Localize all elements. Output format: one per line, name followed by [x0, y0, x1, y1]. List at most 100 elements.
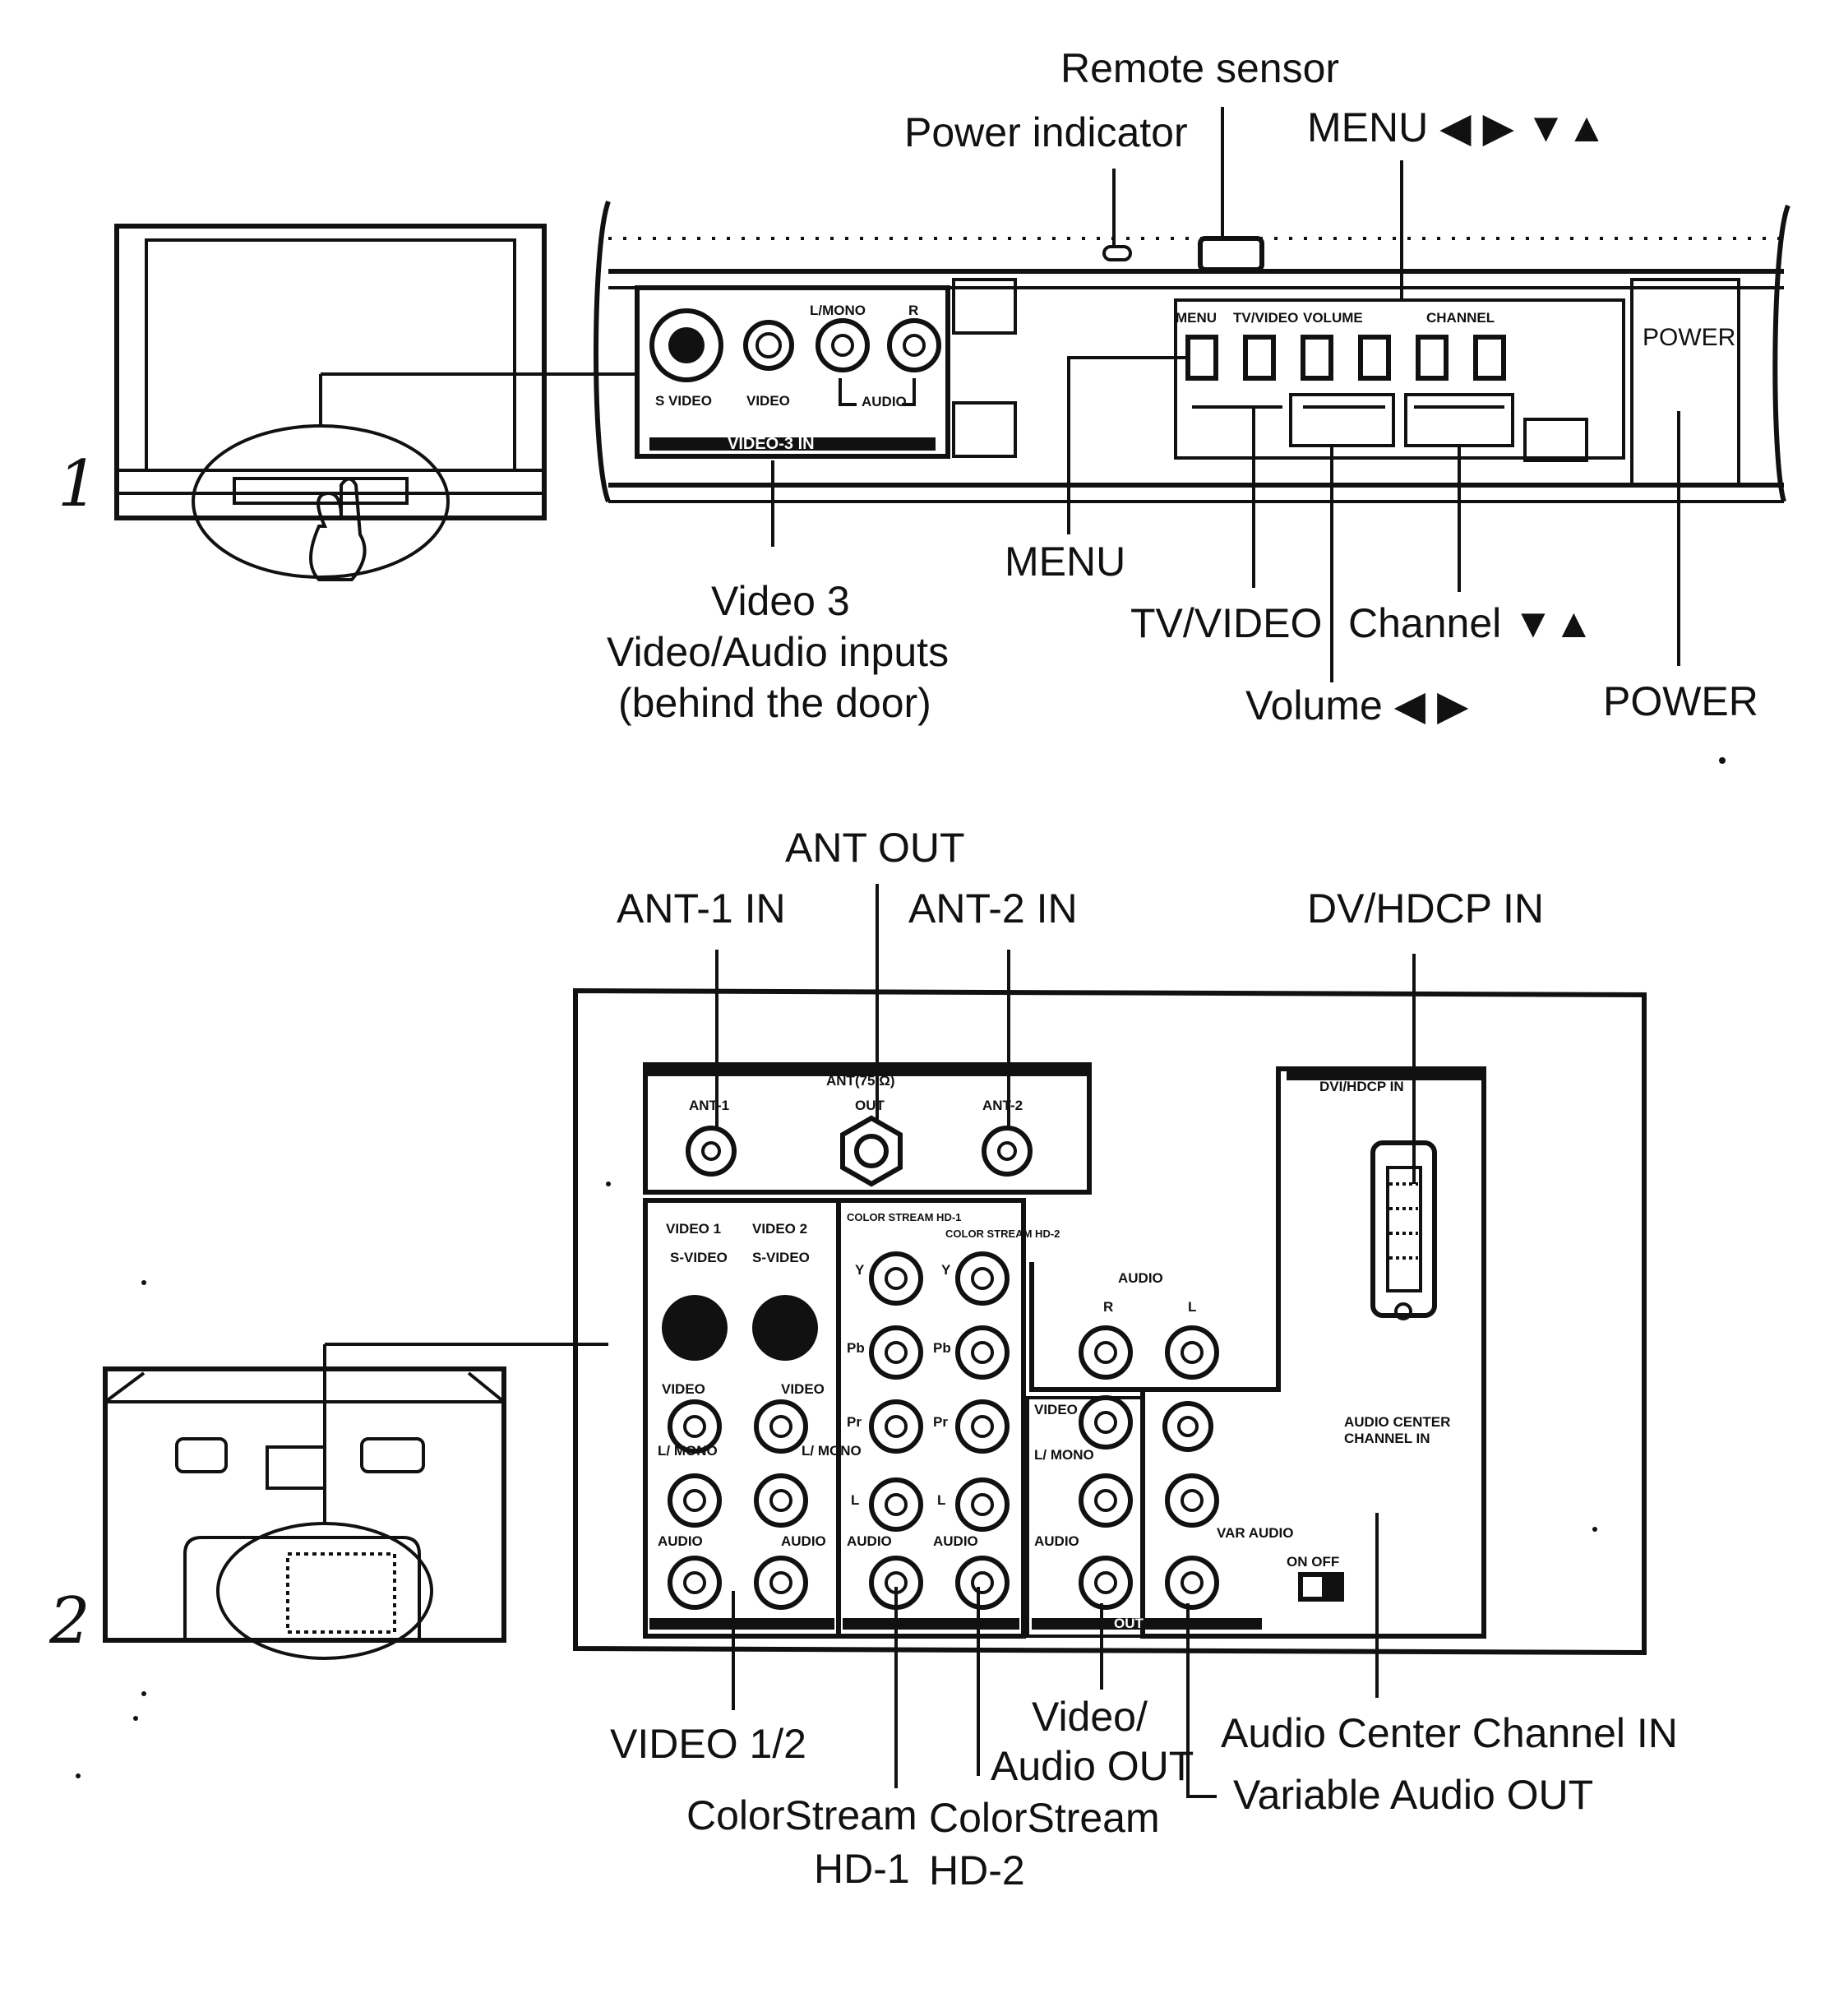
volume-down-button[interactable] [1301, 335, 1333, 381]
svg-text:R: R [908, 303, 918, 318]
svg-text:Pr: Pr [847, 1414, 862, 1430]
label-menu: MENU [1005, 539, 1125, 585]
svg-text:AUDIO: AUDIO [862, 394, 907, 409]
out-audio-l-jack-icon [1079, 1473, 1133, 1528]
channel-up-button[interactable] [1473, 335, 1506, 381]
svg-text:L/ MONO: L/ MONO [802, 1443, 862, 1459]
svg-text:VIDEO: VIDEO [662, 1381, 705, 1397]
svg-text:AUDIO: AUDIO [847, 1533, 892, 1549]
svg-text:L/MONO: L/MONO [810, 303, 866, 318]
svg-text:L: L [1188, 1299, 1196, 1315]
tv-video-button[interactable] [1243, 335, 1276, 381]
svg-text:ANT-1: ANT-1 [689, 1098, 729, 1113]
video2-video-jack-icon [754, 1399, 808, 1454]
svg-text:Pb: Pb [933, 1340, 951, 1356]
audio-l-jack-icon [816, 318, 870, 372]
label-video3-line3: (behind the door) [618, 680, 931, 726]
label-colorstream-hd1-line2: HD-1 [814, 1846, 910, 1892]
label-video3-line2: Video/Audio inputs [607, 629, 949, 675]
label-channel: Channel ▼▲ [1348, 600, 1594, 646]
hd1-pr-jack-icon [869, 1399, 923, 1454]
hd2-audio-r-jack-icon [955, 1556, 1010, 1610]
s-video-jack-icon [649, 308, 723, 382]
menu-button[interactable] [1185, 335, 1218, 381]
tv-rear-thumbnail [103, 1343, 608, 1660]
ant-out-connector-icon [840, 1115, 903, 1187]
svg-text:R: R [1103, 1299, 1113, 1315]
svg-text:ANT-2: ANT-2 [982, 1098, 1023, 1113]
figure-2-number: 2 [49, 1584, 90, 1658]
power-button[interactable] [1630, 278, 1740, 487]
label-power-indicator: Power indicator [904, 109, 1188, 155]
colorstream-panel: COLOR STREAM HD-1 COLOR STREAM HD-2 Y Y … [810, 1198, 1060, 1639]
svg-text:ON OFF: ON OFF [1287, 1554, 1339, 1570]
svg-text:VIDEO 1: VIDEO 1 [666, 1221, 721, 1237]
svg-text:VAR AUDIO: VAR AUDIO [1217, 1525, 1294, 1541]
figure-2-rear-panel: 2 ANT(75 Ω) ANT-1 OUT ANT-2 [49, 825, 1678, 1893]
svg-text:COLOR STREAM HD-1: COLOR STREAM HD-1 [847, 1211, 961, 1223]
video2-svideo-jack-icon [752, 1295, 818, 1361]
volume-up-button[interactable] [1358, 335, 1391, 381]
figure-2-callouts: ANT OUT ANT-1 IN ANT-2 IN DV/HDCP IN VID… [610, 825, 1678, 1893]
video1-audio-r-jack-icon [668, 1556, 722, 1610]
audio-center-channel-panel: AUDIO CENTER CHANNEL IN ON OFF [1162, 1401, 1450, 1602]
svg-text:VIDEO-3 IN: VIDEO-3 IN [728, 435, 815, 453]
svg-text:IN: IN [810, 1616, 824, 1631]
svg-text:AUDIO: AUDIO [1034, 1533, 1079, 1549]
label-video3-line1: Video 3 [711, 578, 850, 624]
figure-1-number: 1 [58, 447, 99, 521]
label-dv-hdcp-in: DV/HDCP IN [1307, 885, 1544, 932]
svg-text:Y: Y [941, 1262, 951, 1278]
svg-text:VIDEO: VIDEO [746, 393, 790, 409]
svg-text:S-VIDEO: S-VIDEO [752, 1250, 810, 1265]
video-jack-icon [743, 320, 794, 371]
label-tv-video: TV/VIDEO [1130, 600, 1322, 646]
video1-audio-l-jack-icon [668, 1473, 722, 1528]
label-power: POWER [1603, 678, 1758, 724]
front-control-strip: VIDEO-3 IN S VIDEO VIDEO L/MONO R AUDIO [594, 200, 1790, 503]
label-menu-arrows: MENU ◀ ▶ ▼▲ [1307, 104, 1607, 150]
hd1-y-jack-icon [869, 1251, 923, 1306]
label-remote-sensor: Remote sensor [1060, 45, 1339, 91]
hd2-pb-jack-icon [955, 1325, 1010, 1380]
ant2-connector-icon [982, 1126, 1033, 1177]
label-colorstream-hd2-line1: ColorStream [929, 1795, 1160, 1841]
svg-text:ANT(75 Ω): ANT(75 Ω) [826, 1073, 895, 1089]
control-buttons: MENU TV/VIDEO VOLUME CHANNEL [1174, 298, 1625, 462]
svg-text:DVI/HDCP IN: DVI/HDCP IN [1319, 1079, 1404, 1094]
svg-text:CHANNEL: CHANNEL [1426, 310, 1495, 326]
hd2-audio-l-jack-icon [955, 1477, 1010, 1532]
ant1-connector-icon [686, 1126, 737, 1177]
figure-1-callouts: Remote sensor Power indicator MENU ◀ ▶ ▼… [607, 45, 1758, 728]
var-audio-l-jack-icon [1165, 1473, 1219, 1528]
svg-text:MENU: MENU [1176, 310, 1217, 326]
center-on-off-switch[interactable] [1298, 1572, 1344, 1602]
out-audio-r-jack-icon [1079, 1556, 1133, 1610]
svg-text:CHANNEL IN: CHANNEL IN [1344, 1431, 1430, 1446]
scan-speckles [76, 757, 1726, 1778]
hd2-pr-jack-icon [955, 1399, 1010, 1454]
av-out-panel: VIDEO L/ MONO AUDIO VAR AUDIO OUT [1026, 1395, 1294, 1638]
hd1-audio-l-jack-icon [869, 1477, 923, 1532]
dvi-audio-inputs: AUDIO R L [1079, 1270, 1219, 1380]
svg-text:Y: Y [855, 1262, 865, 1278]
svg-text:L/ MONO: L/ MONO [658, 1443, 718, 1459]
label-ant2-in: ANT-2 IN [908, 885, 1078, 932]
channel-down-button[interactable] [1416, 335, 1449, 381]
svg-text:OUT: OUT [855, 1098, 885, 1113]
label-colorstream-hd2-line2: HD-2 [929, 1847, 1025, 1893]
svg-text:OUT: OUT [1114, 1616, 1144, 1631]
dvi-audio-l-jack-icon [1165, 1325, 1219, 1380]
label-ant-out: ANT OUT [785, 825, 965, 871]
hd2-y-jack-icon [955, 1251, 1010, 1306]
audio-center-jack-icon [1162, 1401, 1213, 1452]
svg-text:AUDIO: AUDIO [658, 1533, 703, 1549]
power-indicator-led [1102, 245, 1132, 261]
svg-text:L: L [937, 1492, 945, 1508]
svg-text:S VIDEO: S VIDEO [655, 393, 712, 409]
svg-text:POWER: POWER [1643, 324, 1735, 351]
video12-panel: VIDEO 1 VIDEO 2 S-VIDEO S-VIDEO VIDEO VI… [643, 1198, 862, 1639]
label-video12: VIDEO 1/2 [610, 1721, 806, 1767]
video2-audio-l-jack-icon [754, 1473, 808, 1528]
hd1-pb-jack-icon [869, 1325, 923, 1380]
